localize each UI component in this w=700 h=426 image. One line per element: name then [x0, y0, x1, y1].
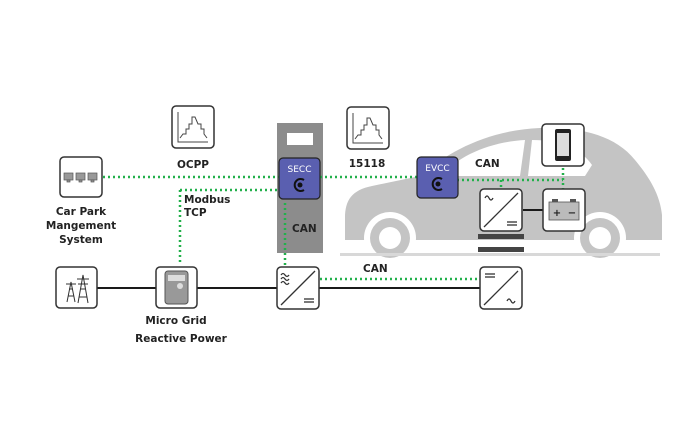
- micro-grid-label-line1: Micro Grid: [145, 315, 206, 327]
- ground-line: [340, 253, 660, 256]
- secc-node[interactable]: SECC: [278, 157, 321, 200]
- ocpp-label: OCPP: [177, 159, 209, 171]
- micro-grid-label-line2: Reactive Power: [135, 333, 227, 345]
- ac-dc-converter-icon: [483, 192, 519, 228]
- power-pylon-icon: [66, 274, 89, 304]
- car-park-label-line1: Car Park: [56, 206, 107, 218]
- battery-icon: + −: [548, 199, 580, 221]
- car-park-management-node[interactable]: Car Park Mangement System: [46, 156, 116, 246]
- ocpp-node[interactable]: OCPP: [171, 105, 215, 171]
- smartphone-icon: [555, 129, 571, 161]
- car-park-label-line3: System: [59, 234, 103, 246]
- comm-links: [103, 168, 565, 281]
- can-station-label: CAN: [292, 223, 317, 235]
- controller-chip-icon: [293, 178, 305, 192]
- modbus-label-line2: TCP: [184, 207, 207, 219]
- dc-ac-converter-node[interactable]: [479, 266, 523, 310]
- load-profile-chart-icon: [177, 112, 208, 143]
- ac-dc-converter-icon: [280, 270, 316, 306]
- evcc-label: EVCC: [425, 164, 449, 174]
- iso15118-node[interactable]: 15118: [346, 106, 390, 170]
- smartphone-node[interactable]: [541, 123, 585, 167]
- load-profile-chart-icon: [352, 113, 383, 144]
- charging-pad-vehicle: [478, 234, 524, 239]
- monitors-icon: [63, 172, 98, 183]
- station-converter-node[interactable]: [276, 266, 320, 310]
- can-car-label: CAN: [475, 158, 500, 170]
- dc-ac-converter-icon: [483, 270, 519, 306]
- iso15118-label: 15118: [349, 158, 386, 170]
- micro-grid-node[interactable]: Micro Grid Reactive Power: [135, 266, 228, 345]
- grid-node[interactable]: [55, 266, 98, 309]
- modbus-label-line1: Modbus: [184, 194, 230, 206]
- station-display: [287, 133, 313, 145]
- power-links: [97, 209, 543, 289]
- evcc-node[interactable]: EVCC: [416, 156, 459, 199]
- can-power-label: CAN: [363, 263, 388, 275]
- energy-meter-icon: [164, 270, 189, 305]
- svg-text:−: −: [568, 208, 576, 219]
- charging-pad-ground: [478, 247, 524, 252]
- svg-text:+: +: [553, 208, 561, 219]
- controller-chip-icon: [431, 177, 443, 191]
- car-park-label-line2: Mangement: [46, 220, 116, 232]
- battery-node[interactable]: + −: [542, 188, 586, 232]
- secc-label: SECC: [288, 165, 312, 175]
- onboard-converter-node[interactable]: [479, 188, 523, 232]
